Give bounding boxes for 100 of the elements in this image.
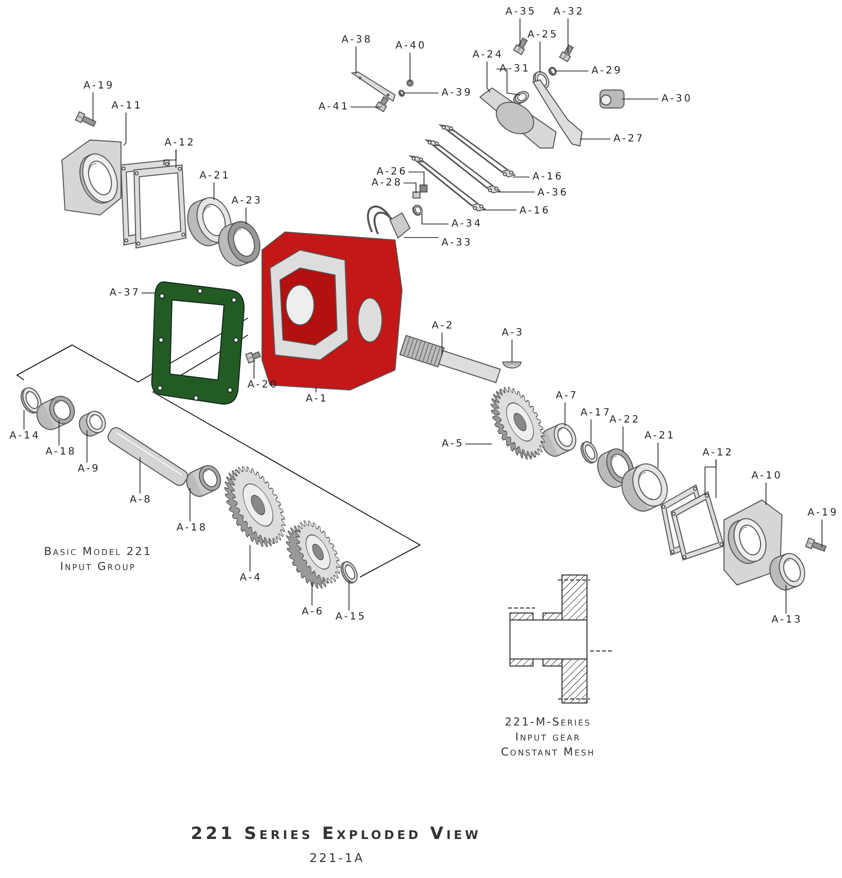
diagram-title: 221 Series Exploded View [190, 824, 482, 844]
callout-number: A-3 [500, 328, 524, 338]
callout-number: A-16 [530, 172, 564, 182]
bolt-drawing [74, 111, 96, 127]
o-ring-drawing [412, 204, 423, 216]
callout-number: A-12 [162, 138, 196, 148]
callout-number: A-24 [470, 50, 504, 60]
nut-drawing [420, 184, 428, 192]
callout-number: A-38 [340, 34, 372, 46]
bolt-drawing [805, 537, 827, 552]
washer-drawing [20, 387, 42, 414]
callout-number: A-11 [110, 100, 142, 112]
leader-line [141, 292, 156, 294]
bearing-drawing [218, 221, 260, 266]
leader-line [554, 70, 589, 72]
callout-number: A-41 [316, 102, 350, 112]
callout-number: A-8 [128, 494, 152, 506]
callout-number: A-14 [8, 430, 40, 442]
callout-number: A-10 [750, 470, 782, 482]
callout-number: A-21 [642, 430, 676, 442]
callout-number: A-5 [440, 438, 464, 450]
callout-number: A-12 [700, 448, 734, 458]
leader-line [512, 176, 530, 178]
group-caption: Basic Model 221 Input Group [43, 544, 153, 574]
callout-number: A-39 [440, 88, 472, 98]
leader-line [403, 182, 416, 194]
callout-number: A-30 [660, 94, 692, 104]
key-drawing [502, 362, 522, 368]
leader-line [564, 402, 566, 426]
callout-number: A-15 [334, 612, 366, 622]
seal-drawing [769, 553, 806, 590]
leader-line [58, 420, 60, 446]
callout-number: A-40 [394, 40, 426, 52]
spacer-drawing [78, 410, 106, 437]
callout-number: A-6 [300, 606, 324, 618]
o-ring-drawing [513, 90, 530, 104]
gear-drawing [286, 520, 340, 589]
callout-number: A-16 [518, 206, 550, 216]
drawing-number: 221-1A [309, 851, 365, 865]
o-ring-drawing [548, 66, 557, 76]
callout-number: A-36 [536, 188, 568, 198]
flange-drawing [724, 499, 782, 586]
callout-number: A-35 [504, 6, 536, 18]
flange-drawing [61, 139, 122, 216]
callout-number: A-19 [806, 508, 838, 518]
leader-line [622, 426, 624, 452]
gasket-drawing [151, 281, 245, 405]
callout-number: A-23 [230, 196, 262, 206]
leader-line [86, 430, 88, 463]
bushing-drawing [541, 423, 576, 457]
nut-drawing [412, 192, 420, 198]
callout-number: A-31 [498, 64, 530, 74]
callout-number: A-19 [82, 80, 114, 92]
needle-bearing-drawing [36, 396, 75, 430]
gasket-pair-drawing [660, 484, 725, 561]
callout-number: A-1 [304, 394, 328, 404]
leader-line [408, 172, 424, 186]
gasket-pair-drawing [120, 159, 187, 249]
callout-number: A-21 [198, 170, 230, 182]
screw-drawing [374, 96, 389, 112]
callout-number: A-29 [590, 66, 622, 76]
leader-line [486, 61, 490, 92]
leader-line [580, 138, 611, 140]
callout-number: A-25 [526, 30, 558, 40]
bolt-drawing [512, 37, 528, 56]
bolt-drawing [245, 351, 262, 364]
gear-drawing [490, 387, 545, 460]
fitting-drawing [600, 90, 624, 108]
needle-bearing-drawing [186, 465, 222, 497]
washer-drawing [340, 561, 358, 584]
leader-line [350, 106, 380, 108]
callout-number: A-20 [246, 380, 278, 390]
callout-number: A-27 [612, 134, 644, 144]
gear-drawing [224, 466, 286, 547]
leader-line [123, 112, 126, 146]
leader-line [92, 92, 94, 122]
lever-drawing [532, 79, 583, 147]
callout-number: A-18 [44, 446, 76, 458]
plate-drawing [350, 71, 396, 102]
callout-number: A-18 [174, 522, 208, 534]
callout-number: A-7 [554, 390, 578, 402]
callout-number: A-33 [440, 238, 472, 248]
leader-line [496, 68, 520, 96]
callout-number: A-26 [374, 166, 408, 178]
nut-drawing [406, 80, 414, 86]
leader-line [402, 92, 439, 94]
leader-line [622, 98, 659, 100]
callout-number: A-32 [552, 6, 584, 18]
leader-line [404, 237, 439, 238]
callout-number: A-37 [108, 288, 140, 298]
gasket-drawing [408, 155, 486, 212]
callout-number: A-28 [370, 178, 402, 188]
callout-number: A-4 [238, 572, 262, 584]
shift-clip-drawing [367, 206, 411, 239]
leader-line [422, 214, 449, 224]
bolt-drawing [558, 44, 574, 62]
callout-number: A-34 [450, 218, 482, 230]
leader-line [348, 580, 350, 611]
group-caption: 221-M-Series Input gear Constant Mesh [500, 714, 596, 760]
bearing-cup-drawing [621, 464, 668, 512]
